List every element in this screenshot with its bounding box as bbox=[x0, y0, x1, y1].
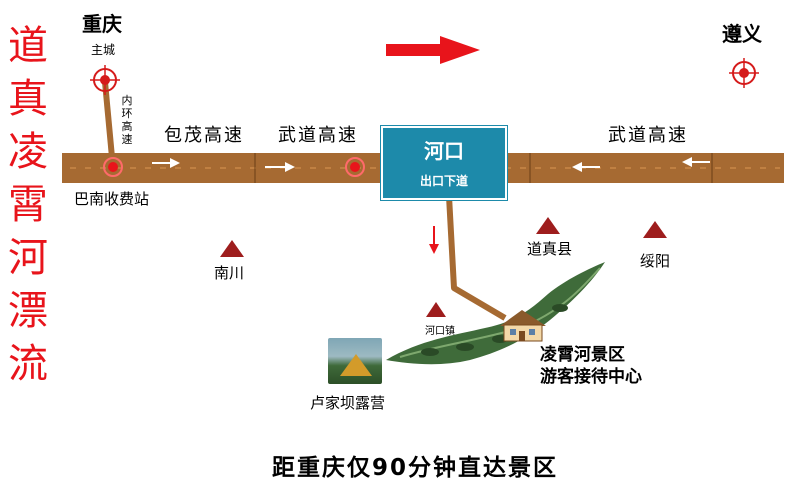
building-icon bbox=[500, 310, 546, 342]
highway-label-baomao: 包茂高速 bbox=[164, 125, 244, 146]
place-suiyang: 绥阳 bbox=[640, 252, 671, 270]
title-char: 凌 bbox=[8, 129, 48, 175]
place-visitor-center-1: 凌霄河景区 bbox=[540, 345, 625, 365]
vertical-title: 道 真 凌 霄 河 漂 流 bbox=[6, 20, 50, 391]
river-ripple bbox=[552, 304, 568, 312]
city-chongqing: 重庆 bbox=[82, 12, 122, 36]
mountain-marker-icon bbox=[426, 302, 446, 317]
left-arrow-icon bbox=[682, 157, 710, 167]
title-char: 河 bbox=[8, 235, 48, 281]
river-ripple bbox=[456, 343, 474, 351]
highway-label-wudao-right: 武道高速 bbox=[608, 125, 688, 146]
ring-road-char: 内 bbox=[121, 94, 133, 107]
tent-photo bbox=[328, 338, 382, 384]
place-camp: 卢家坝露营 bbox=[310, 394, 386, 412]
title-char: 漂 bbox=[8, 288, 48, 334]
mountain-marker-icon bbox=[643, 221, 667, 238]
left-arrow-icon bbox=[572, 162, 600, 172]
river-ripple bbox=[421, 348, 439, 356]
target-marker-icon bbox=[103, 157, 123, 177]
place-hekou-town: 河口镇 bbox=[425, 326, 455, 337]
highway-label-wudao-left: 武道高速 bbox=[278, 125, 358, 146]
place-toll-station: 巴南收费站 bbox=[74, 190, 150, 208]
exit-sign: 河口 出口下道 bbox=[381, 126, 507, 200]
mountain-marker-icon bbox=[536, 217, 560, 234]
place-daozhen: 道真县 bbox=[527, 240, 573, 258]
title-char: 道 bbox=[8, 23, 48, 69]
river bbox=[386, 262, 605, 365]
title-char: 流 bbox=[8, 341, 48, 387]
ring-road-label: 内 环 高 速 bbox=[121, 94, 133, 146]
city-zunyi: 遵义 bbox=[722, 22, 762, 46]
right-arrow-icon bbox=[386, 36, 480, 64]
ring-road-char: 高 bbox=[121, 120, 133, 133]
mountain-marker-icon bbox=[220, 240, 244, 257]
place-visitor-center-2: 游客接待中心 bbox=[540, 367, 642, 387]
exit-name: 河口 bbox=[424, 139, 464, 163]
exit-sub: 出口下道 bbox=[419, 174, 468, 188]
title-char: 真 bbox=[8, 76, 48, 122]
ring-road bbox=[102, 81, 116, 169]
exit-road bbox=[446, 195, 507, 321]
place-nanchuan: 南川 bbox=[214, 264, 245, 282]
tent-icon bbox=[340, 354, 372, 376]
target-marker-icon bbox=[729, 58, 759, 88]
down-arrow-icon bbox=[429, 226, 439, 254]
right-arrow-icon bbox=[265, 162, 295, 172]
city-chongqing-sub: 主城 bbox=[91, 43, 116, 57]
title-char: 霄 bbox=[8, 182, 48, 228]
target-marker-icon bbox=[345, 157, 365, 177]
target-marker-icon bbox=[90, 65, 120, 95]
tagline: 距重庆仅90分钟直达景区 bbox=[272, 455, 559, 481]
ring-road-char: 环 bbox=[121, 107, 133, 120]
right-arrow-icon bbox=[152, 158, 180, 168]
ring-road-char: 速 bbox=[121, 133, 133, 146]
